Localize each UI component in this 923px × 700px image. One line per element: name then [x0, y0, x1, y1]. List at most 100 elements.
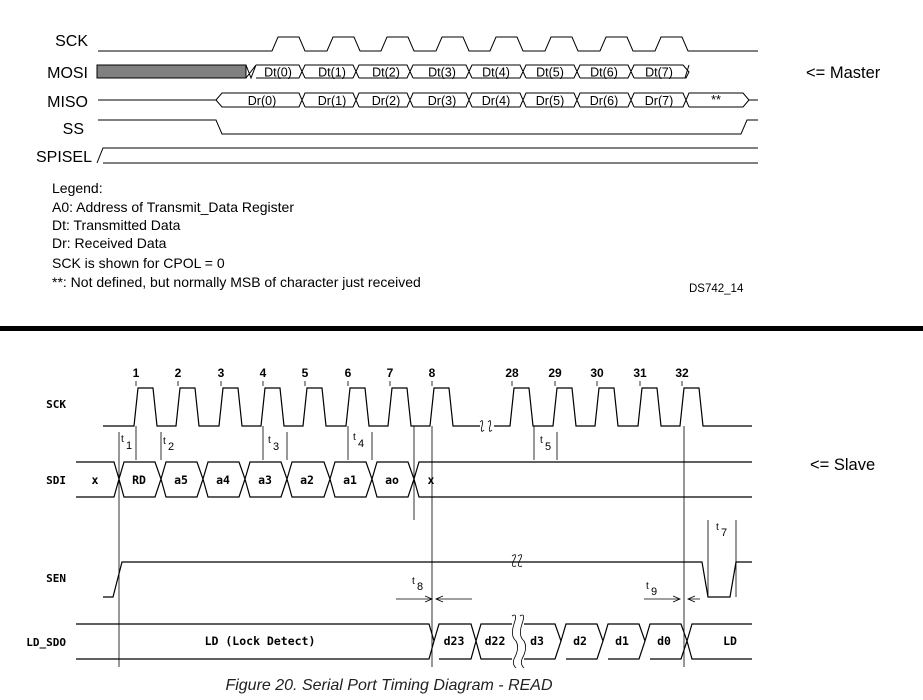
clock-number-32: 32: [675, 366, 689, 380]
timing-t1-t: t: [121, 434, 124, 445]
master-spisel-waveform: [96, 147, 758, 164]
timing-t3-sub: 3: [273, 441, 279, 453]
figure-tag: DS742_14: [689, 283, 744, 295]
master-sck-waveform: [98, 36, 758, 52]
sdi-data-x-start: x: [92, 473, 99, 487]
miso-data-3: Dr(3): [428, 94, 456, 108]
clock-number-7: 7: [387, 366, 394, 380]
timing-t1-sub: 1: [126, 440, 132, 452]
timing-t7-sub: 7: [721, 527, 727, 539]
sdo-data-d22: d22: [485, 634, 506, 648]
master-signal-miso: MISO: [47, 94, 88, 111]
mosi-data-2: Dt(2): [372, 66, 400, 80]
timing-t4: t 4: [353, 432, 364, 450]
sdo-data-ld-end: LD: [723, 634, 737, 648]
timing-t9-t: t: [646, 581, 649, 592]
master-signal-sck: SCK: [55, 33, 88, 50]
miso-data-undefined: **: [711, 93, 721, 107]
miso-data-0: Dr(0): [248, 94, 276, 108]
sen-break-mark: [511, 554, 523, 567]
master-diagram: SCK MOSI MISO SS SPISEL Dt(0) Dt(1) Dt(2…: [36, 33, 881, 295]
timing-t7: t 7: [716, 522, 727, 539]
timing-t2-sub: 2: [168, 441, 174, 453]
slave-sen-waveform: [103, 561, 752, 598]
sdo-data-d2: d2: [573, 634, 587, 648]
mosi-data-7: Dt(7): [645, 66, 673, 80]
legend-line-a0: A0: Address of Transmit_Data Register: [52, 199, 294, 215]
mosi-data-1: Dt(1): [318, 66, 346, 80]
mosi-data-6: Dt(6): [590, 66, 618, 80]
timing-t5-t: t: [540, 435, 543, 446]
clock-number-5: 5: [302, 366, 309, 380]
clock-number-6: 6: [345, 366, 352, 380]
sdo-data-lock-detect: LD (Lock Detect): [205, 634, 316, 648]
timing-reference-lines: [118, 426, 737, 667]
mosi-data-4: Dt(4): [482, 66, 510, 80]
slave-sdo-bus: [76, 623, 752, 660]
mosi-address-block: [96, 64, 247, 79]
section-divider: [0, 326, 923, 331]
clock-number-2: 2: [175, 366, 182, 380]
mosi-end-mark: [684, 64, 690, 79]
clock-number-30: 30: [590, 366, 604, 380]
legend-line-dt: Dt: Transmitted Data: [52, 217, 181, 233]
slave-sck-waveform: [103, 387, 752, 427]
legend-title: Legend:: [52, 180, 103, 196]
sck-break-mark: [479, 420, 493, 432]
slave-signal-sdi: SDI: [46, 474, 66, 487]
sdo-data-d0: d0: [657, 634, 671, 648]
clock-number-8: 8: [429, 366, 436, 380]
sdi-data-a3: a3: [258, 473, 272, 487]
t9-arrows: [644, 595, 700, 603]
legend-line-dr: Dr: Received Data: [52, 235, 167, 251]
timing-t2-t: t: [163, 436, 166, 447]
timing-t2: t 2: [163, 436, 174, 453]
mosi-data-3: Dt(3): [428, 66, 456, 80]
master-signal-ss: SS: [63, 121, 84, 138]
slave-diagram: SCK SDI SEN LD_SDO 1 2 3 4 5 6 7 8 28 29…: [26, 366, 875, 694]
sdi-data-ao: ao: [385, 473, 399, 487]
sdo-break-mark: [511, 614, 526, 669]
sdi-data-a5: a5: [174, 473, 188, 487]
timing-t8: t 8: [412, 576, 423, 593]
miso-data-5: Dr(5): [536, 94, 564, 108]
timing-t8-t: t: [412, 576, 415, 587]
clock-number-1: 1: [133, 366, 140, 380]
sdi-data-rd: RD: [132, 473, 146, 487]
miso-data-2: Dr(2): [372, 94, 400, 108]
sdi-data-a4: a4: [216, 473, 230, 487]
timing-t1: t 1: [121, 434, 132, 452]
master-side-label: <= Master: [806, 64, 881, 82]
miso-data-1: Dr(1): [318, 94, 346, 108]
master-ss-waveform: [98, 119, 758, 135]
master-miso-bus: [98, 92, 758, 108]
timing-t5: t 5: [540, 435, 551, 453]
master-signal-spisel: SPISEL: [36, 149, 92, 166]
clock-number-31: 31: [633, 366, 647, 380]
timing-t4-t: t: [353, 432, 356, 443]
slave-signal-ld-sdo: LD_SDO: [26, 636, 66, 649]
clock-number-4: 4: [260, 366, 267, 380]
slave-signal-sen: SEN: [46, 572, 66, 585]
slave-signal-sck: SCK: [46, 398, 66, 411]
timing-t9: t 9: [646, 581, 657, 598]
figure-caption: Figure 20. Serial Port Timing Diagram - …: [225, 677, 553, 694]
sdi-data-a2: a2: [300, 473, 314, 487]
clock-tick-marks: [135, 381, 683, 386]
timing-t4-sub: 4: [358, 438, 364, 450]
clock-number-3: 3: [218, 366, 225, 380]
mosi-data-0: Dt(0): [264, 66, 292, 80]
sdi-data-x-end: x: [428, 473, 435, 487]
timing-t7-t: t: [716, 522, 719, 533]
timing-t9-sub: 9: [651, 586, 657, 598]
legend-line-cpol: SCK is shown for CPOL = 0: [52, 255, 225, 271]
t8-arrows: [396, 595, 472, 603]
timing-t8-sub: 8: [417, 581, 423, 593]
mosi-data-5: Dt(5): [536, 66, 564, 80]
sdo-data-d3: d3: [530, 634, 544, 648]
clock-number-29: 29: [548, 366, 562, 380]
miso-data-7: Dr(7): [645, 94, 673, 108]
clock-number-28: 28: [505, 366, 519, 380]
legend-line-undefined: **: Not defined, but normally MSB of cha…: [52, 274, 421, 290]
